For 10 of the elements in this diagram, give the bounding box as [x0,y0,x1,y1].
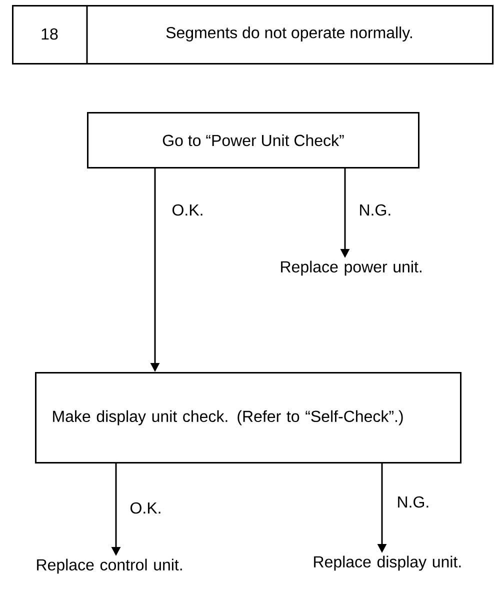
result-text: Replace display unit. [314,556,461,571]
edge-label: N.G. [358,203,393,217]
edge-label: O.K. [128,501,163,515]
edge-label: O.K. [170,203,205,217]
title-box: 18 Segments do not operate normally. [12,5,494,64]
edge-label: N.G. [396,495,431,509]
result-text: Replace control unit. [37,558,182,574]
process-box: Go to “Power Unit Check” [87,112,420,168]
process-box: Make display unit check. (Refer to “Self-Check”.) [35,372,462,464]
result-text: Replace power unit. [281,260,422,276]
